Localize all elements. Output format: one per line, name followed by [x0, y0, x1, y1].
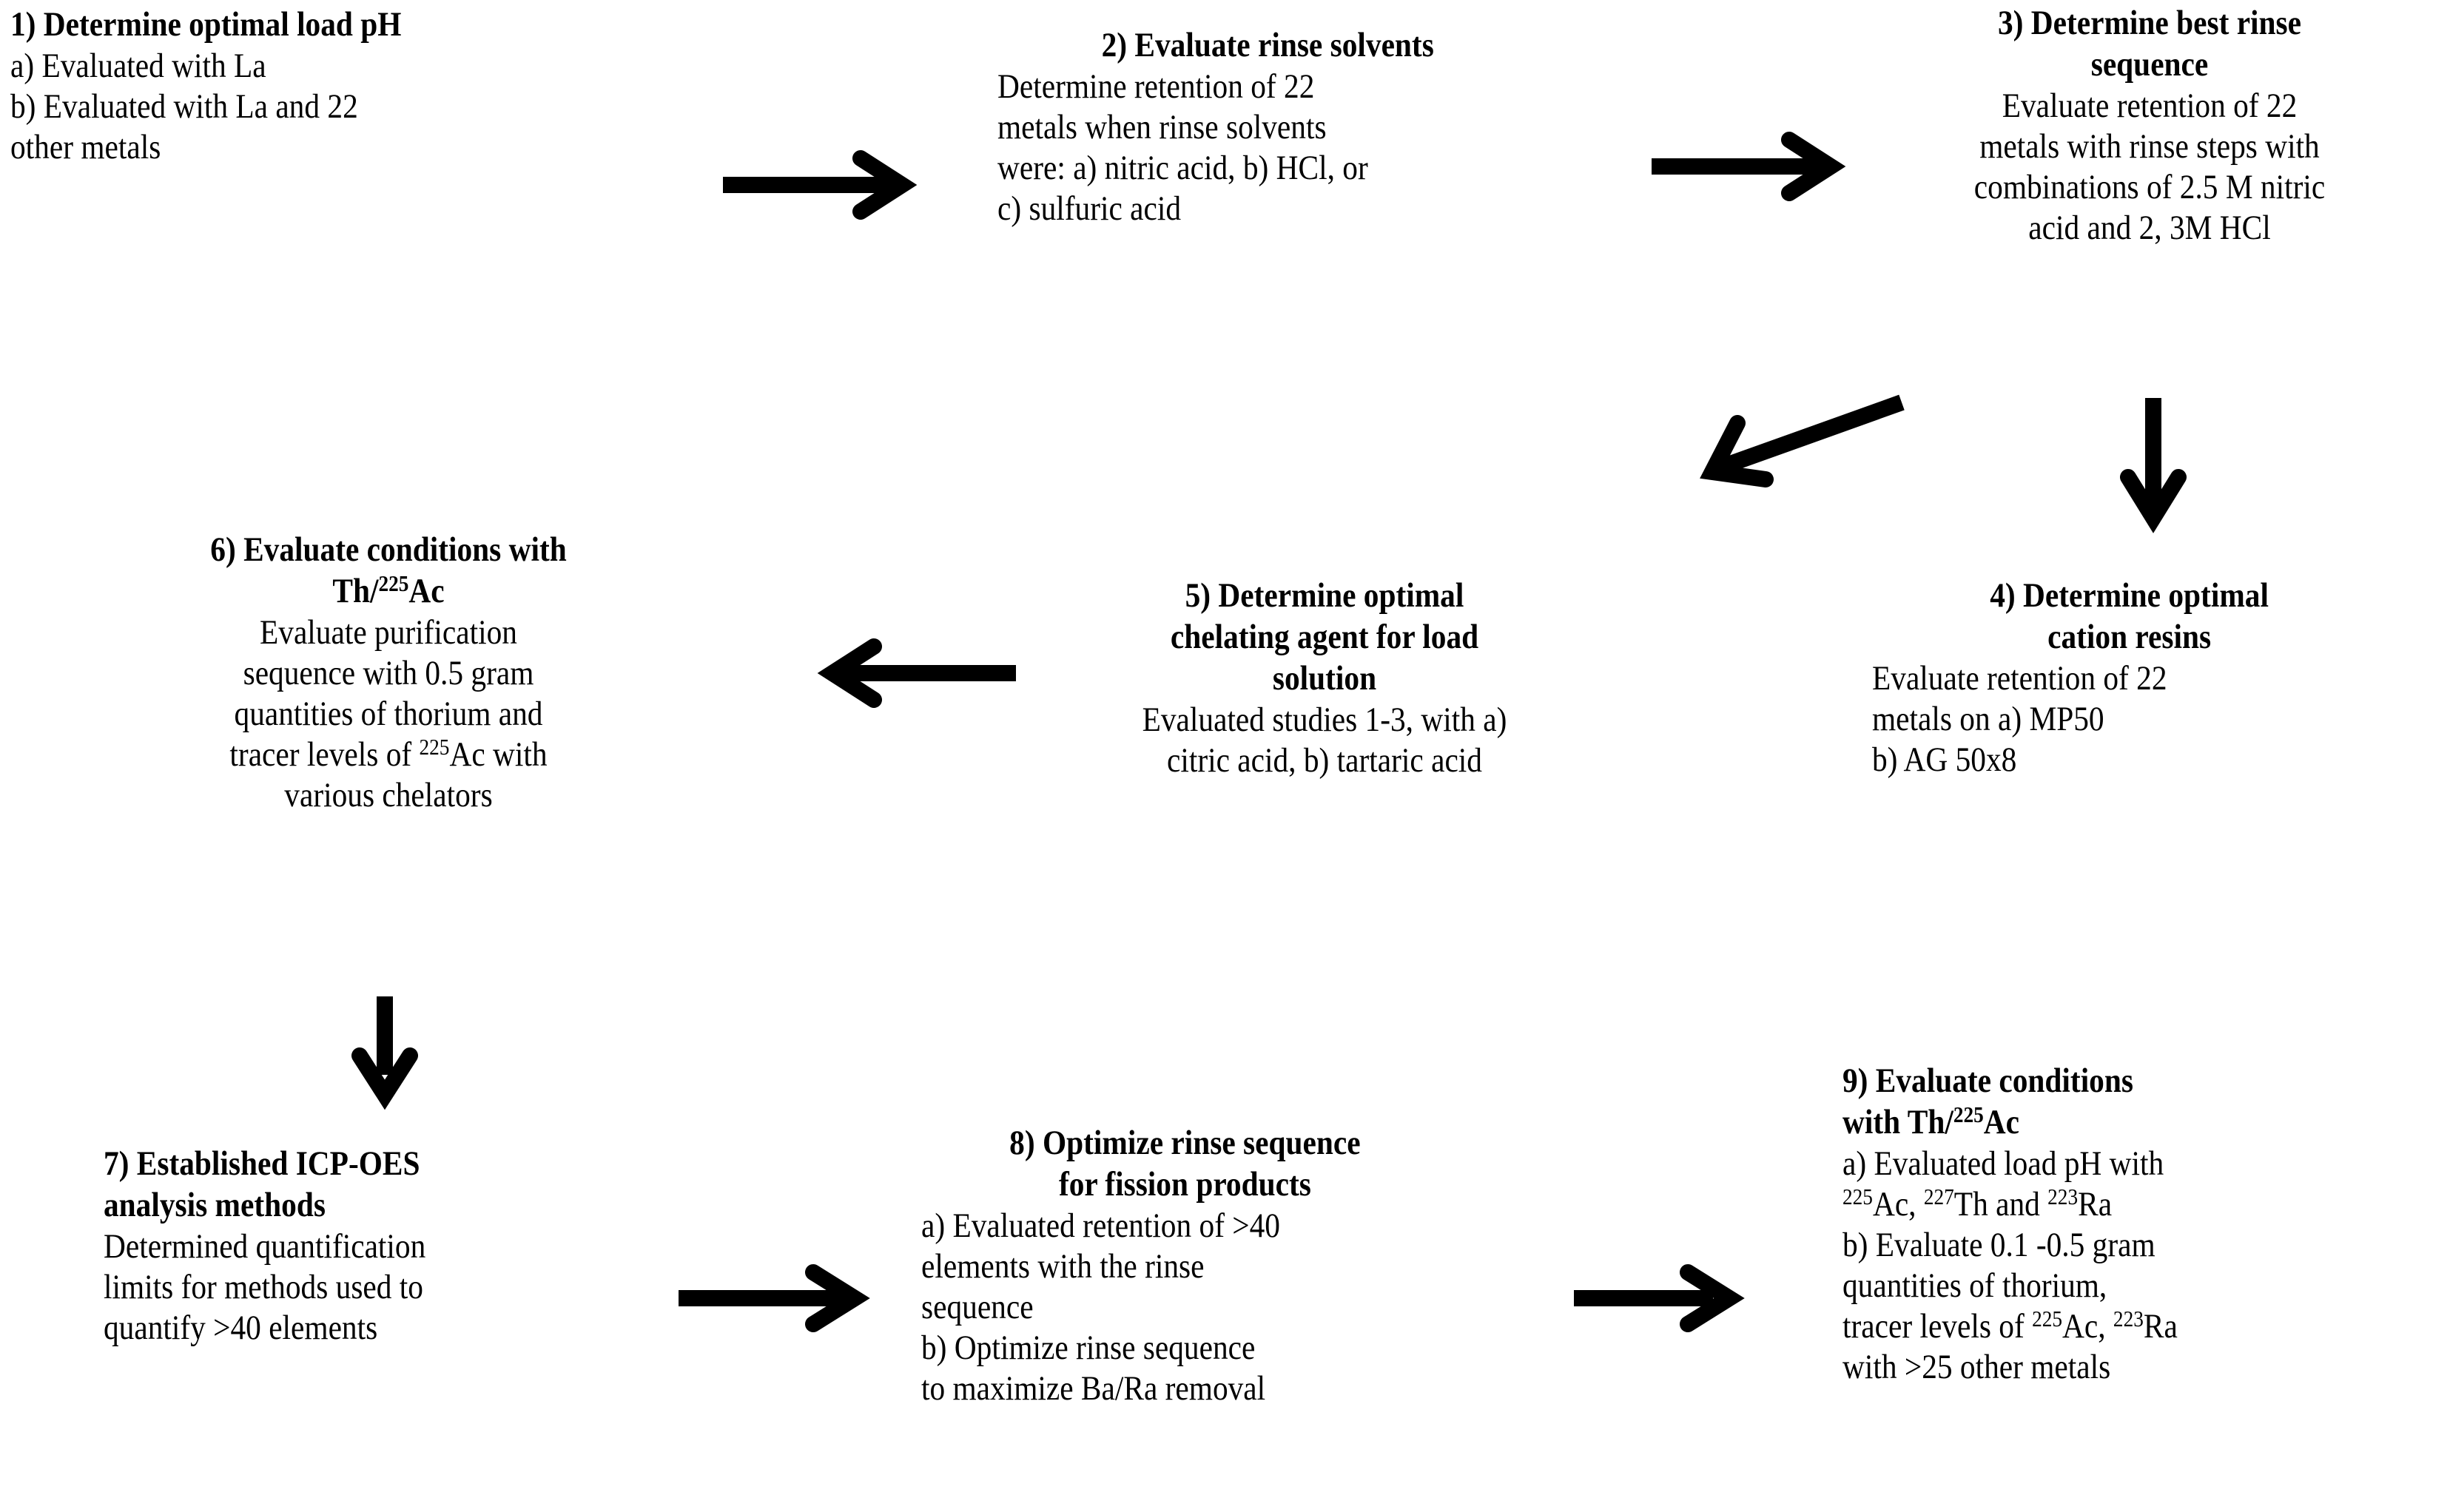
flow-node-step-6[interactable]: 6) Evaluate conditions with Th/225Ac Eva… — [96, 530, 681, 816]
step-5-title-line-1: 5) Determine optimal — [1185, 576, 1464, 615]
step-4-line-2: metals on a) MP50 — [1872, 699, 2104, 738]
flow-node-step-5[interactable]: 5) Determine optimal chelating agent for… — [1051, 576, 1598, 781]
step-9-title-line-2: with Th/225Ac — [1842, 1101, 2020, 1141]
step-7-title-line-1: 7) Established ICP-OES — [104, 1144, 420, 1183]
step-4-line-1: Evaluate retention of 22 — [1872, 658, 2167, 698]
isotope-mass-223: 223 — [2113, 1306, 2144, 1332]
step-4-title-line-1: 4) Determine optimal — [1990, 576, 2269, 615]
step-7-line-3: quantify >40 elements — [104, 1308, 378, 1347]
step-3-line-3: combinations of 2.5 M nitric — [1973, 167, 2326, 206]
step-6-line-4: tracer levels of 225Ac with — [229, 734, 548, 774]
step-1-title: 1) Determine optimal load pH — [10, 5, 402, 44]
step-6-title-line-2: Th/225Ac — [332, 570, 445, 610]
arrow-step1-to-step2 — [721, 148, 918, 222]
step-6-line-3: quantities of thorium and — [234, 694, 543, 733]
step-3-line-2: metals with rinse steps with — [1979, 126, 2320, 166]
step-2-line-1: Determine retention of 22 — [997, 67, 1315, 106]
step-8-title-line-2: for fission products — [1058, 1164, 1311, 1204]
arrow-step6-to-step7 — [333, 988, 444, 1110]
step-8-title-line-1: 8) Optimize rinse sequence — [1009, 1124, 1361, 1162]
step-8-line-4: b) Optimize rinse sequence — [921, 1328, 1256, 1367]
step-6-line-1: Evaluate purification — [260, 612, 517, 652]
step-9-line-6: with >25 other metals — [1842, 1347, 2111, 1386]
step-6-line-2: sequence with 0.5 gram — [243, 653, 534, 692]
step-6-line-5: various chelators — [284, 775, 493, 814]
step-9-line-1: a) Evaluated load pH with — [1842, 1144, 2164, 1183]
step-8-line-5: to maximize Ba/Ra removal — [921, 1368, 1266, 1408]
step-1-line-1: a) Evaluated with La — [10, 46, 266, 85]
step-3-title-line-1: 3) Determine best rinse — [1997, 4, 2302, 42]
isotope-mass-225: 225 — [378, 570, 409, 597]
step-4-title-line-2: cation resins — [2047, 617, 2212, 656]
step-2-title: 2) Evaluate rinse solvents — [1101, 26, 1434, 64]
flow-node-step-8[interactable]: 8) Optimize rinse sequence for fission p… — [921, 1123, 1521, 1409]
step-3-title-line-2: sequence — [2090, 44, 2209, 84]
flow-node-step-2[interactable]: 2) Evaluate rinse solvents Determine ret… — [997, 25, 1612, 229]
step-5-line-2: citric acid, b) tartaric acid — [1166, 740, 1482, 780]
step-2-line-3: were: a) nitric acid, b) HCl, or — [997, 148, 1368, 187]
step-5-title-line-2: chelating agent for load — [1170, 617, 1479, 656]
step-8-line-3: sequence — [921, 1287, 1034, 1326]
flow-node-step-1[interactable]: 1) Determine optimal load pH a) Evaluate… — [10, 4, 676, 168]
arrow-step5-to-step6 — [810, 636, 1017, 710]
step-6-title-line-1: 6) Evaluate conditions with — [210, 530, 567, 569]
isotope-mass-225: 225 — [419, 734, 450, 760]
step-8-line-2: elements with the rinse — [921, 1246, 1205, 1286]
step-7-title-line-2: analysis methods — [104, 1185, 326, 1224]
step-9-line-4: quantities of thorium, — [1842, 1266, 2107, 1305]
step-3-line-1: Evaluate retention of 22 — [2002, 86, 2298, 125]
step-4-line-3: b) AG 50x8 — [1872, 740, 2017, 779]
arrow-step8-to-step9 — [1572, 1261, 1772, 1335]
arrow-step3-to-step5 — [1687, 377, 1931, 518]
step-7-line-1: Determined quantification — [104, 1226, 426, 1266]
flow-node-step-4[interactable]: 4) Determine optimal cation resins Evalu… — [1872, 576, 2450, 780]
arrow-step2-to-step3 — [1650, 129, 1846, 203]
arrow-step7-to-step8 — [677, 1261, 877, 1335]
isotope-mass-225: 225 — [1842, 1184, 1873, 1210]
step-9-line-5: tracer levels of 225Ac, 223Ra — [1842, 1306, 2178, 1346]
flow-node-step-7[interactable]: 7) Established ICP-OES analysis methods … — [104, 1144, 696, 1349]
flow-node-step-3[interactable]: 3) Determine best rinse sequence Evaluat… — [1854, 3, 2446, 249]
arrow-step3-to-step4 — [2101, 396, 2212, 533]
step-7-line-2: limits for methods used to — [104, 1267, 423, 1306]
step-8-line-1: a) Evaluated retention of >40 — [921, 1206, 1281, 1245]
isotope-mass-223: 223 — [2047, 1184, 2079, 1210]
step-9-line-3: b) Evaluate 0.1 -0.5 gram — [1842, 1225, 2155, 1264]
step-1-line-2: b) Evaluated with La and 22 — [10, 87, 358, 126]
step-9-line-2: 225Ac, 227Th and 223Ra — [1842, 1184, 2113, 1224]
step-5-title-line-3: solution — [1272, 658, 1377, 698]
step-3-line-4: acid and 2, 3M HCl — [2028, 208, 2271, 247]
isotope-mass-225: 225 — [2032, 1306, 2063, 1332]
step-2-line-4: c) sulfuric acid — [997, 189, 1182, 228]
step-1-line-3: other metals — [10, 127, 161, 166]
isotope-mass-227: 227 — [1923, 1184, 1954, 1210]
step-2-line-2: metals when rinse solvents — [997, 107, 1327, 146]
step-9-title-line-1: 9) Evaluate conditions — [1842, 1062, 2133, 1100]
step-5-line-1: Evaluated studies 1-3, with a) — [1142, 700, 1507, 739]
flow-node-step-9[interactable]: 9) Evaluate conditions with Th/225Ac a) … — [1842, 1061, 2449, 1388]
isotope-mass-225: 225 — [1953, 1101, 1984, 1128]
